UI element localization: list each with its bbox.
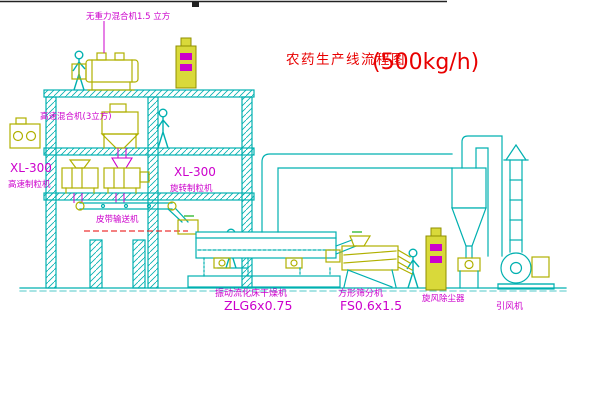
label-granulator-left-name: 高速制粒机 bbox=[8, 179, 51, 190]
label-fan: 引风机 bbox=[496, 300, 523, 312]
sieve-machine bbox=[325, 231, 413, 288]
granulator-left bbox=[61, 159, 99, 194]
cyclone-separator bbox=[451, 135, 503, 289]
exhaust-duct bbox=[261, 153, 453, 233]
equipment-labels: 无重力混合机1.5 立方 高速混合机(3立方) XL-300 高速制粒机 XL-… bbox=[8, 11, 523, 313]
label-high-speed-mixer: 高速混合机(3立方) bbox=[40, 111, 112, 122]
label-sieve: 方形筛分机 bbox=[338, 287, 383, 299]
person-figure bbox=[156, 108, 170, 149]
fluid-bed-dryer bbox=[177, 215, 341, 288]
control-cabinet-lower bbox=[425, 227, 447, 291]
label-sieve-model: FS0.6x1.5 bbox=[340, 298, 402, 313]
label-belt-conveyor: 皮带输送机 bbox=[96, 214, 139, 225]
control-cabinet-upper bbox=[175, 37, 197, 89]
label-granulator-mid-name: 旋转制粒机 bbox=[170, 183, 213, 194]
drawing-title: 农药生产线流程图 (500kg/h) bbox=[286, 50, 479, 75]
label-granulator-mid-model: XL-300 bbox=[174, 165, 216, 179]
label-cyclone: 旋风除尘器 bbox=[422, 293, 465, 304]
building-frame bbox=[19, 89, 567, 292]
label-fluid-bed-dryer: 振动流化床干燥机 bbox=[215, 287, 287, 299]
label-granulator-left-model: XL-300 bbox=[10, 161, 52, 175]
label-fluid-bed-dryer-model: ZLG6x0.75 bbox=[224, 298, 292, 313]
exhaust-stack bbox=[503, 143, 529, 253]
zero-gravity-mixer bbox=[71, 52, 139, 91]
label-zero-gravity-mixer: 无重力混合机1.5 立方 bbox=[86, 11, 170, 22]
title-capacity: (500kg/h) bbox=[372, 50, 479, 75]
induced-draft-fan bbox=[497, 252, 555, 290]
hoist-machine bbox=[9, 117, 41, 149]
high-speed-mixer bbox=[100, 103, 140, 149]
drawing-border bbox=[0, 0, 447, 7]
granulator-chutes bbox=[73, 193, 125, 203]
granulator-right bbox=[103, 157, 150, 194]
mixer-discharge-chute bbox=[117, 148, 127, 158]
title-text: 农药生产线流程图 bbox=[286, 52, 406, 68]
